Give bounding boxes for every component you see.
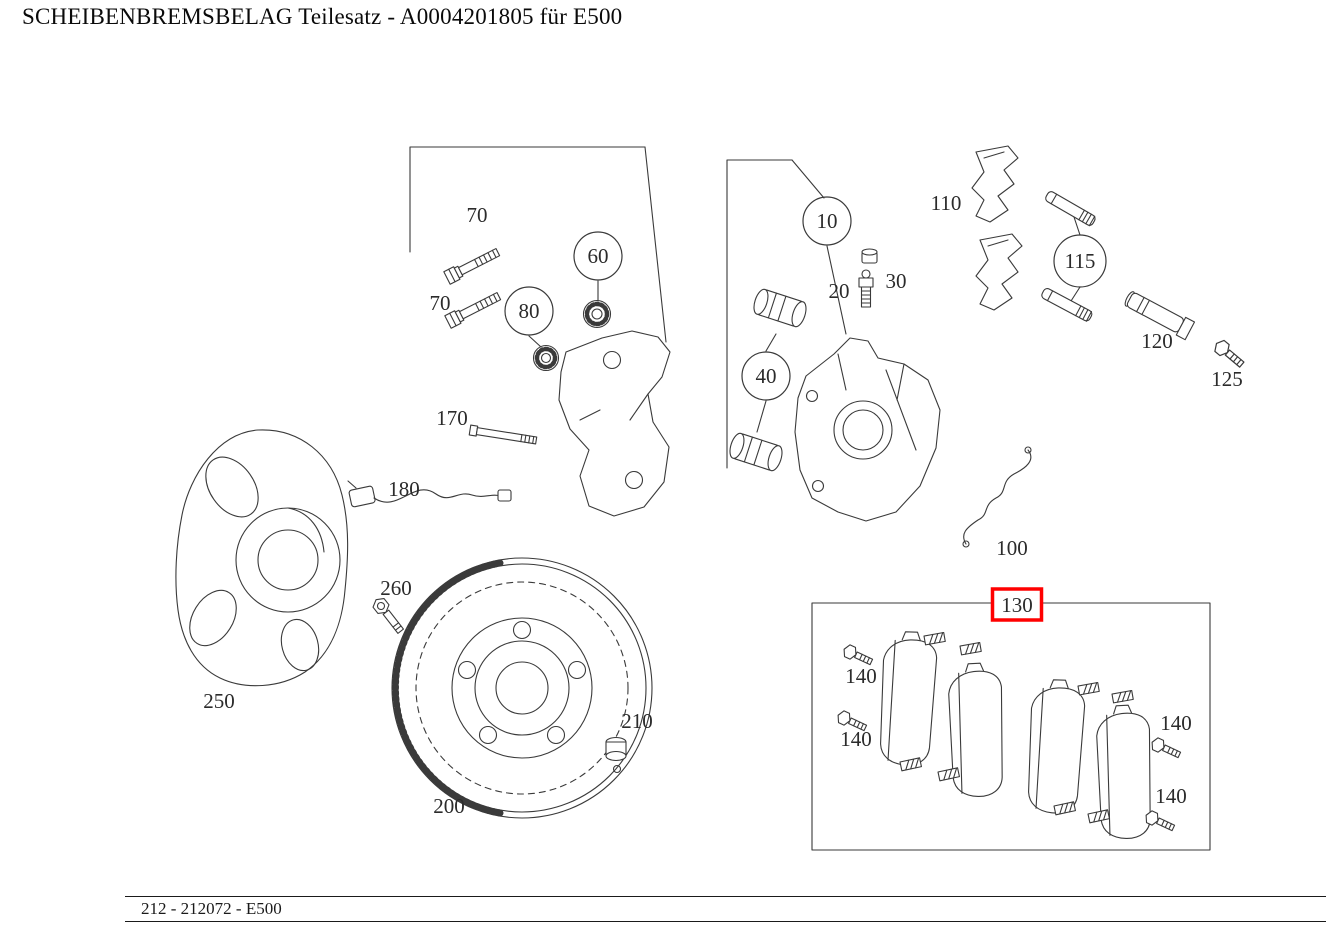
piston-lower <box>726 431 786 473</box>
retaining-clip-lower <box>975 233 1023 311</box>
callout-200[interactable]: 200 <box>433 794 465 818</box>
footer-band: 212 - 212072 - E500 <box>125 896 1326 922</box>
bolt-125 <box>1211 337 1248 371</box>
callout-140-3[interactable]: 140 <box>1160 711 1192 735</box>
bolt-70-lower <box>444 289 503 329</box>
splash-shield-drawing <box>175 429 349 687</box>
guide-pin-upper <box>1043 189 1098 228</box>
callout-140-1[interactable]: 140 <box>845 664 877 688</box>
pad-clip-1 <box>923 631 946 646</box>
callout-110[interactable]: 110 <box>931 191 962 215</box>
bleeder-20-drawing <box>858 269 874 308</box>
page-title: SCHEIBENBREMSBELAG Teilesatz - A00042018… <box>22 4 623 29</box>
callout-120[interactable]: 120 <box>1141 329 1173 353</box>
callout-100[interactable]: 100 <box>996 536 1028 560</box>
callout-10[interactable]: 10 <box>817 209 838 233</box>
callout-170[interactable]: 170 <box>436 406 468 430</box>
callout-60[interactable]: 60 <box>588 244 609 268</box>
pad-clip-2 <box>959 641 982 656</box>
callout-70-upper[interactable]: 70 <box>467 203 488 227</box>
pad-clip-4 <box>1111 689 1134 704</box>
callout-180[interactable]: 180 <box>388 477 420 501</box>
cap-30-drawing <box>861 248 878 264</box>
callout-210[interactable]: 210 <box>621 709 653 733</box>
callout-130-highlighted[interactable]: 130 <box>990 587 1044 622</box>
pad-clip-3 <box>1077 681 1100 696</box>
footer-reference: 212 - 212072 - E500 <box>141 899 282 918</box>
brake-caliper-drawing <box>794 337 941 522</box>
brake-pad-1 <box>879 630 939 767</box>
callout-115[interactable]: 115 <box>1065 249 1096 273</box>
highlight-box-130[interactable] <box>990 587 1044 622</box>
callout-260[interactable]: 260 <box>380 576 412 600</box>
caliper-bracket-drawing <box>558 330 671 517</box>
callout-140-4[interactable]: 140 <box>1155 784 1187 808</box>
piston-upper <box>750 287 810 329</box>
callout-20[interactable]: 20 <box>829 279 850 303</box>
brake-pad-3 <box>1027 678 1087 815</box>
callout-80[interactable]: 80 <box>519 299 540 323</box>
wire-spring-100-drawing <box>962 446 1032 548</box>
leader-lines <box>409 146 1081 469</box>
guide-bolt-170-drawing <box>468 424 538 445</box>
callout-70-lower[interactable]: 70 <box>430 291 451 315</box>
callout-125[interactable]: 125 <box>1211 367 1243 391</box>
callout-250[interactable]: 250 <box>203 689 235 713</box>
guide-piece-210-drawing <box>605 736 627 774</box>
guide-pin-lower <box>1039 286 1094 323</box>
wear-sensor-drawing <box>347 480 512 508</box>
nut-80-drawing <box>532 344 560 372</box>
nut-60-drawing <box>582 299 612 329</box>
bolt-260-drawing <box>372 597 405 634</box>
guide-sleeve-120-drawing <box>1124 291 1196 341</box>
pad-bolt-140-3 <box>1148 735 1183 762</box>
callout-30[interactable]: 30 <box>886 269 907 293</box>
bolt-70-upper <box>443 245 502 285</box>
callout-130[interactable]: 130 <box>1001 593 1033 617</box>
retaining-clip-upper <box>971 145 1019 223</box>
callout-circles <box>504 196 1107 401</box>
pad-bolt-140-4 <box>1142 808 1177 835</box>
callout-40[interactable]: 40 <box>756 364 777 388</box>
callout-140-2[interactable]: 140 <box>840 727 872 751</box>
brake-rotor-drawing <box>391 557 653 819</box>
